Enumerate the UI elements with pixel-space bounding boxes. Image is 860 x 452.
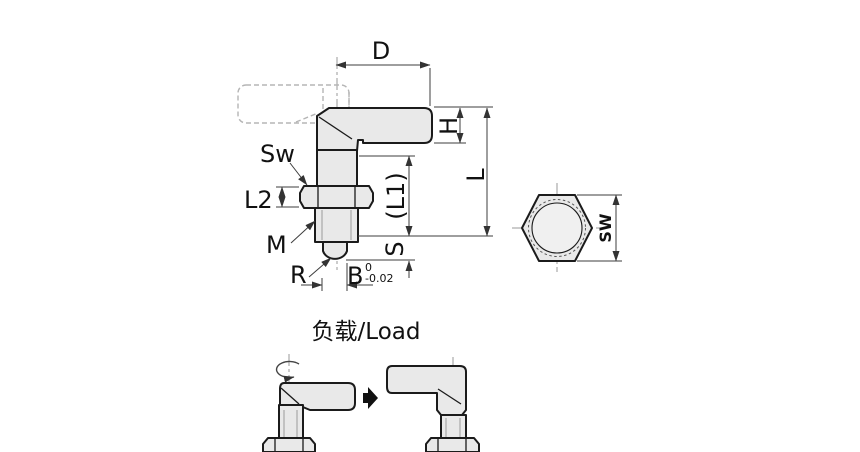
dim-label-l: L bbox=[462, 168, 490, 182]
load-title: 负载/Load bbox=[312, 319, 421, 345]
hex-end-view: SW bbox=[512, 183, 622, 272]
dim-label-l2: L2 bbox=[244, 186, 273, 214]
ghost-hub-lines bbox=[295, 88, 350, 123]
dim-label-b-tol-upper: 0 bbox=[365, 261, 372, 274]
dim-label-b: B bbox=[347, 262, 363, 290]
ghost-handle-outline bbox=[237, 84, 350, 124]
transition-arrow-icon bbox=[363, 387, 378, 409]
dim-label-r: R bbox=[290, 261, 307, 289]
dim-label-sw-side: Sw bbox=[260, 140, 295, 168]
load-figure-right bbox=[386, 357, 480, 452]
dim-l: L bbox=[358, 107, 493, 237]
dim-m: M bbox=[266, 220, 316, 259]
dim-label-b-tol-lower: -0.02 bbox=[365, 272, 393, 285]
dim-l1: (L1) bbox=[359, 155, 415, 237]
mini-body-right bbox=[440, 414, 467, 439]
dim-label-l1: (L1) bbox=[382, 172, 410, 219]
mini-thread-right bbox=[445, 418, 461, 437]
dim-h: H bbox=[434, 106, 493, 144]
dim-s: S bbox=[346, 241, 415, 278]
mini-hexnut-left bbox=[262, 437, 316, 452]
dim-label-m: M bbox=[266, 231, 287, 259]
dim-d: D bbox=[335, 37, 431, 106]
mini-hex-facets-left bbox=[274, 439, 304, 452]
mini-cam-line-right bbox=[437, 388, 462, 405]
mini-cam-line-left bbox=[280, 387, 300, 405]
dim-label-h: H bbox=[435, 117, 463, 135]
plunger-sleeve bbox=[316, 149, 358, 187]
dimensions: D H L (L1) S L2 bbox=[244, 37, 493, 291]
load-figure-left bbox=[262, 354, 356, 452]
dim-b: B 0 -0.02 bbox=[301, 261, 393, 291]
thread-circle bbox=[528, 199, 586, 257]
mini-lever-right bbox=[386, 365, 467, 416]
dim-label-s: S bbox=[381, 241, 409, 256]
mini-body-left bbox=[278, 404, 304, 439]
bore-circle bbox=[531, 202, 583, 254]
dim-r: R bbox=[290, 257, 332, 289]
dim-sw-end: SW bbox=[577, 194, 622, 262]
lever-handle bbox=[316, 107, 433, 152]
rotation-arrow-icon bbox=[275, 360, 300, 383]
hex-nut-side bbox=[299, 185, 374, 209]
mini-hex-facets-right bbox=[437, 439, 467, 452]
cam-edge-line bbox=[318, 116, 353, 140]
main-side-view bbox=[237, 57, 433, 270]
load-section: 负载/Load bbox=[262, 319, 480, 452]
mini-thread-left bbox=[283, 410, 298, 437]
thread-lines bbox=[321, 210, 352, 240]
mini-hexnut-right bbox=[425, 437, 480, 452]
dim-label-sw-end: SW bbox=[596, 213, 615, 243]
plunger-pin bbox=[322, 241, 348, 260]
hex-nut-facets bbox=[317, 186, 356, 208]
dim-label-d: D bbox=[372, 37, 390, 65]
ghost-handle-position bbox=[237, 84, 350, 124]
dim-sw-side: Sw bbox=[260, 140, 308, 186]
dim-l2: L2 bbox=[244, 186, 299, 214]
threaded-body bbox=[314, 207, 359, 243]
